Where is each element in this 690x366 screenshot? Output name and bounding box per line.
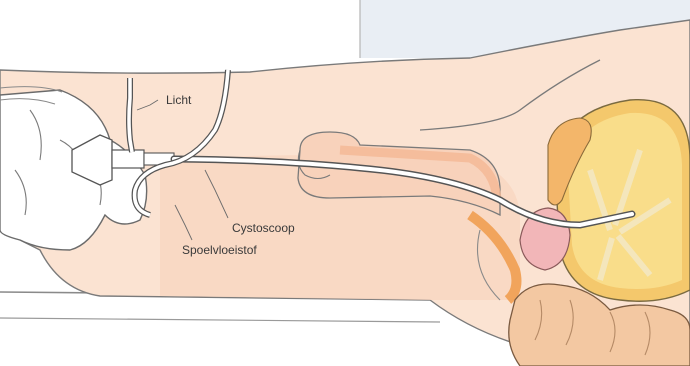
label-light: Licht: [166, 93, 192, 107]
label-cystoscope: Cystoscoop: [232, 221, 295, 235]
cystoscope-body: [112, 150, 144, 168]
label-irrigation: Spoelvloeistof: [182, 243, 257, 257]
